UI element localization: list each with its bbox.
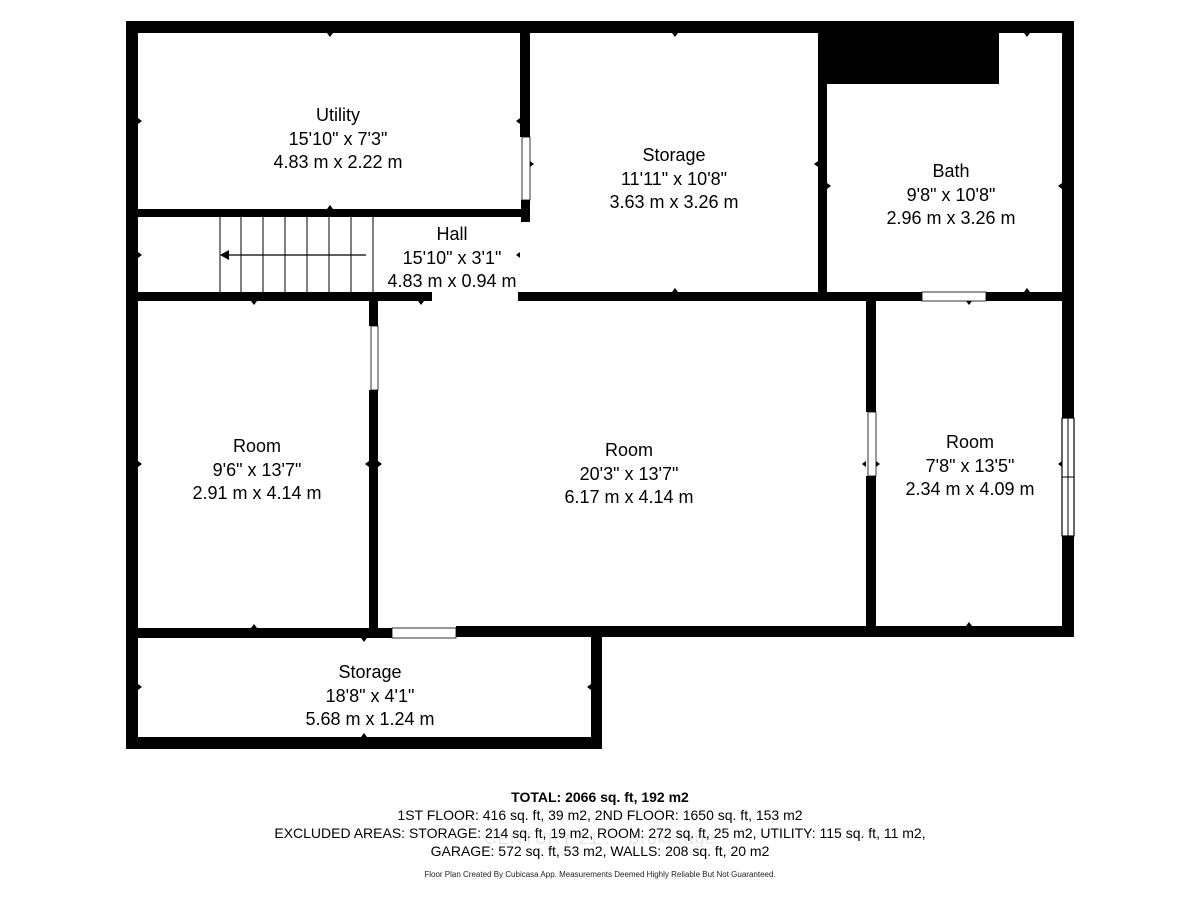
room-name: Storage <box>642 145 705 165</box>
room-dimensions-metric: 2.96 m x 3.26 m <box>886 208 1015 228</box>
garage-walls-areas: GARAGE: 572 sq. ft, 53 m2, WALLS: 208 sq… <box>430 843 770 859</box>
room-name: Room <box>233 436 281 456</box>
wall-hall-bottom-left <box>126 292 432 301</box>
room-dimensions-imperial: 15'10" x 3'1" <box>403 248 502 268</box>
disclaimer-footnote: Floor Plan Created By Cubicasa App. Meas… <box>424 870 776 879</box>
room-label-storage-top: Storage 11'11" x 10'8" 3.63 m x 3.26 m <box>609 145 738 212</box>
room-dimensions-metric: 2.34 m x 4.09 m <box>905 479 1034 499</box>
wall-utility-bottom <box>126 209 530 217</box>
room-dimensions-imperial: 9'6" x 13'7" <box>213 460 302 480</box>
room-dimensions-imperial: 18'8" x 4'1" <box>326 686 415 706</box>
room-dimensions-imperial: 7'8" x 13'5" <box>926 456 1015 476</box>
area-summary: TOTAL: 2066 sq. ft, 192 m2 1ST FLOOR: 41… <box>0 788 1200 860</box>
room-label-room-center: Room 20'3" x 13'7" 6.17 m x 4.14 m <box>564 440 693 507</box>
room-dimensions-imperial: 20'3" x 13'7" <box>580 464 679 484</box>
room-dimensions-imperial: 15'10" x 7'3" <box>289 129 388 149</box>
room-dimensions-metric: 2.91 m x 4.14 m <box>192 483 321 503</box>
room-label-hall: Hall 15'10" x 3'1" 4.83 m x 0.94 m <box>387 224 516 291</box>
floor-areas: 1ST FLOOR: 416 sq. ft, 39 m2, 2ND FLOOR:… <box>397 807 803 823</box>
door-openings <box>370 136 987 639</box>
wall-left-center-lower <box>369 390 378 638</box>
room-label-storage-bottom: Storage 18'8" x 4'1" 5.68 m x 1.24 m <box>305 662 434 729</box>
stairs <box>219 217 374 292</box>
wall-utility-storage-upper <box>520 21 530 137</box>
total-area: TOTAL: 2066 sq. ft, 192 m2 <box>511 789 689 805</box>
room-label-bath: Bath 9'8" x 10'8" 2.96 m x 3.26 m <box>886 161 1015 228</box>
room-name: Room <box>946 432 994 452</box>
wall-hall-storage-lower <box>521 200 530 222</box>
room-name: Room <box>605 440 653 460</box>
window <box>1061 417 1075 537</box>
walls <box>126 21 1074 749</box>
wall-outer-bottom <box>126 737 602 749</box>
wall-bath-block <box>818 21 999 84</box>
dimension-markers <box>138 33 1062 737</box>
wall-storage-bottom <box>518 292 922 301</box>
room-dimensions-imperial: 9'8" x 10'8" <box>907 185 996 205</box>
room-dimensions-metric: 4.83 m x 2.22 m <box>273 152 402 172</box>
room-dimensions-imperial: 11'11" x 10'8" <box>621 169 727 189</box>
room-dimensions-metric: 5.68 m x 1.24 m <box>305 709 434 729</box>
room-name: Bath <box>932 161 969 181</box>
room-label-room-left: Room 9'6" x 13'7" 2.91 m x 4.14 m <box>192 436 321 503</box>
room-name: Storage <box>338 662 401 682</box>
wall-storage-bottom-right <box>591 628 602 749</box>
wall-center-right-lower <box>866 476 876 636</box>
excluded-areas: EXCLUDED AREAS: STORAGE: 214 sq. ft, 19 … <box>274 825 926 841</box>
wall-bath-bottom-right <box>986 292 1074 301</box>
room-dimensions-metric: 3.63 m x 3.26 m <box>609 192 738 212</box>
wall-rooms-bottom-left <box>126 628 392 638</box>
room-label-room-right: Room 7'8" x 13'5" 2.34 m x 4.09 m <box>905 432 1034 499</box>
room-dimensions-metric: 4.83 m x 0.94 m <box>387 271 516 291</box>
wall-storage-bath <box>818 21 827 301</box>
room-label-utility: Utility 15'10" x 7'3" 4.83 m x 2.22 m <box>273 105 402 172</box>
room-dimensions-metric: 6.17 m x 4.14 m <box>564 487 693 507</box>
wall-outer-right <box>1062 21 1074 637</box>
wall-left-center-upper <box>369 296 378 326</box>
wall-center-right-upper <box>866 296 876 412</box>
room-name: Hall <box>436 224 467 244</box>
room-name: Utility <box>316 105 360 125</box>
wall-rooms-bottom-right <box>456 626 1074 637</box>
wall-outer-left <box>126 21 138 749</box>
